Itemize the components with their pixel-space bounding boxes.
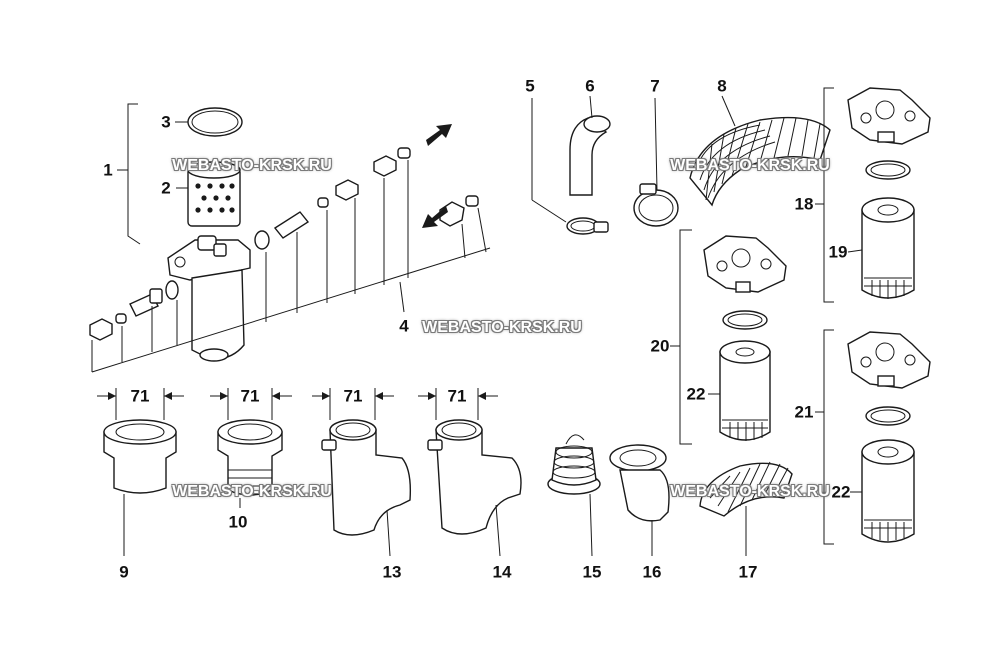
callout-10: 10: [228, 512, 248, 532]
dimension-label-13: 71: [343, 386, 363, 406]
callout-6: 6: [585, 76, 595, 96]
callout-22-bottom: 22: [831, 482, 851, 502]
dimension-label-14: 71: [447, 386, 467, 406]
callout-19: 19: [828, 242, 848, 262]
filter-head-assembly-bottom: [815, 329, 931, 545]
callout-3: 3: [161, 112, 171, 132]
callout-22-middle: 22: [686, 384, 706, 404]
dimension-label-9: 71: [130, 386, 150, 406]
watermark-3: WEBASTO-KRSK.RU: [422, 319, 582, 336]
callout-8: 8: [717, 76, 727, 96]
callout-16: 16: [642, 562, 662, 582]
hoses-clamps-drawing: [531, 95, 831, 235]
callout-13: 13: [382, 562, 402, 582]
filter-assembly-drawing: [89, 103, 491, 373]
watermark-2: WEBASTO-KRSK.RU: [670, 157, 830, 174]
bottom-parts-drawing: [97, 388, 793, 557]
callout-17: 17: [738, 562, 758, 582]
callout-2: 2: [161, 178, 171, 198]
dimension-label-10: 71: [240, 386, 260, 406]
callout-5: 5: [525, 76, 535, 96]
callout-21: 21: [794, 402, 814, 422]
callout-7: 7: [650, 76, 660, 96]
watermark-5: WEBASTO-KRSK.RU: [670, 483, 830, 500]
callout-14: 14: [492, 562, 512, 582]
callout-15: 15: [582, 562, 602, 582]
watermark-4: WEBASTO-KRSK.RU: [172, 483, 332, 500]
callout-1: 1: [103, 160, 113, 180]
filter-head-assembly-middle: [670, 229, 787, 445]
callout-20: 20: [650, 336, 670, 356]
callout-4: 4: [399, 316, 409, 336]
callout-9: 9: [119, 562, 129, 582]
callout-18: 18: [794, 194, 814, 214]
filter-head-assembly-top: [815, 87, 931, 303]
watermark-1: WEBASTO-KRSK.RU: [172, 157, 332, 174]
